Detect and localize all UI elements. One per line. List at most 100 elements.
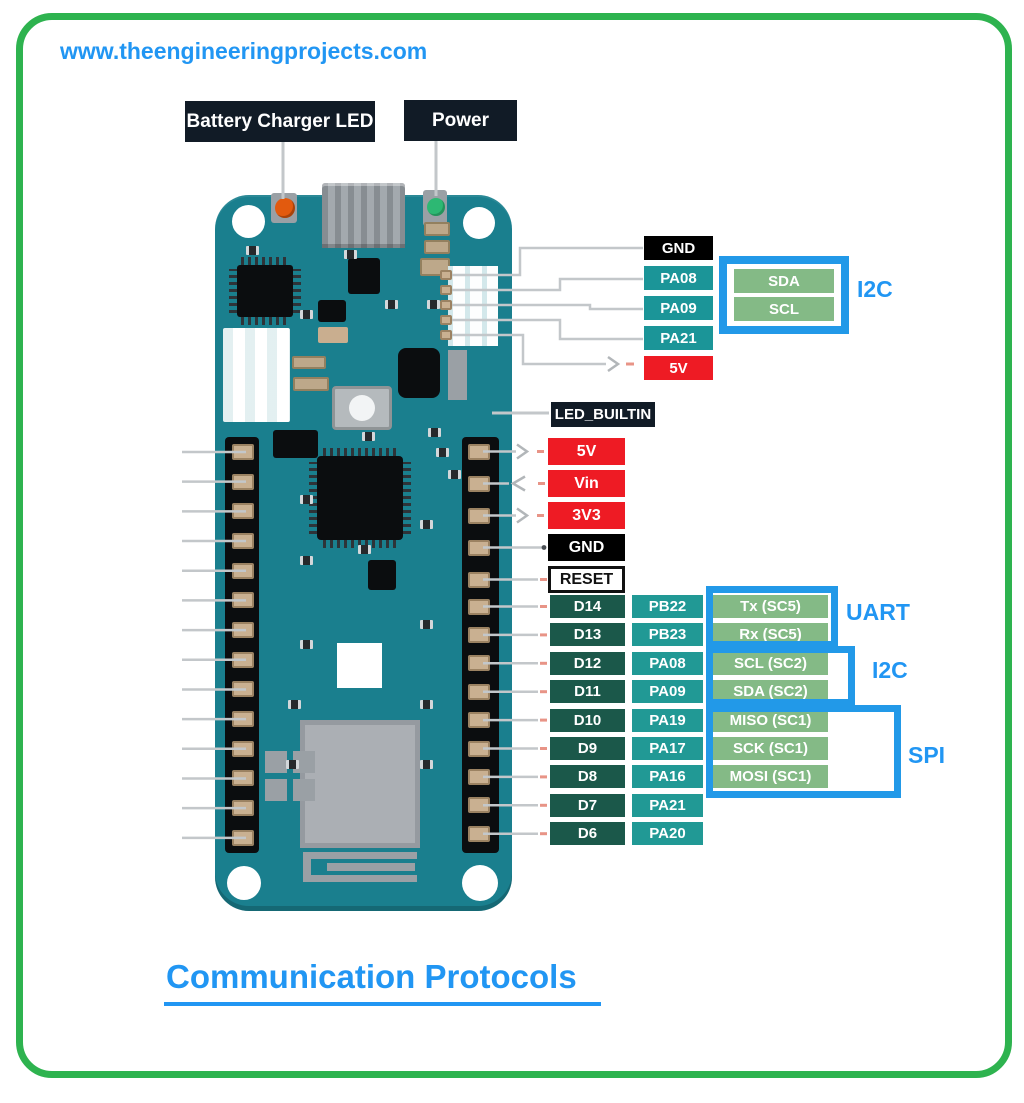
board-component xyxy=(349,395,375,421)
board-component xyxy=(427,300,440,309)
pin-label-5v-right: 5V xyxy=(548,438,625,465)
port-pb23: PB23 xyxy=(632,623,703,647)
board-component xyxy=(265,779,287,801)
board-component xyxy=(427,198,445,216)
board-component xyxy=(232,533,254,550)
callout-power: Power xyxy=(404,100,517,141)
pin-label-vin: Vin xyxy=(548,470,625,497)
pin-d7: D7 xyxy=(550,793,625,817)
board-component xyxy=(463,207,495,239)
board-component xyxy=(499,300,510,310)
board-component xyxy=(292,356,326,369)
board-component xyxy=(323,540,397,548)
pin-d10: D10 xyxy=(550,708,625,732)
port-pa21: PA21 xyxy=(632,793,703,817)
board-component xyxy=(241,257,289,265)
board-component xyxy=(420,700,433,709)
port-pa19: PA19 xyxy=(632,708,703,732)
board-component xyxy=(241,317,289,325)
website-url: www.theengineeringprojects.com xyxy=(60,38,428,64)
pin-label-pa21: PA21 xyxy=(644,326,713,350)
board-component xyxy=(232,829,254,846)
board-component xyxy=(499,330,510,340)
port-pa20: PA20 xyxy=(632,822,703,846)
board-component xyxy=(436,448,449,457)
board-component xyxy=(232,473,254,490)
spi-label: SPI xyxy=(908,742,946,768)
uart-group-box xyxy=(706,586,838,648)
board-component xyxy=(232,770,254,787)
mcu-port-column: PB22 PB23 PA08 PA09 PA19 PA17 PA16 PA21 … xyxy=(632,595,703,846)
board-component xyxy=(468,712,490,729)
port-pa09: PA09 xyxy=(632,680,703,704)
board-component xyxy=(303,852,417,859)
board-component xyxy=(232,740,254,757)
board-component xyxy=(303,875,417,882)
i2c-top-group-box: SDA SCL xyxy=(719,256,849,334)
board-component xyxy=(323,448,397,456)
board-component xyxy=(232,592,254,609)
board-component xyxy=(499,285,510,295)
board-component xyxy=(440,330,452,340)
board-component xyxy=(300,495,313,504)
signal-rx-sc5: Rx (SC5) xyxy=(713,623,828,647)
board-component xyxy=(420,620,433,629)
pin-label-5v: 5V xyxy=(644,356,713,380)
board-component xyxy=(300,640,313,649)
signal-mosi-sc1: MOSI (SC1) xyxy=(713,765,828,789)
board-component xyxy=(246,246,259,255)
board-component xyxy=(303,852,311,882)
signal-scl-sc2: SCL (SC2) xyxy=(713,651,828,675)
signal-tx-sc5: Tx (SC5) xyxy=(713,595,828,618)
board-component xyxy=(232,205,265,238)
port-pa08: PA08 xyxy=(632,651,703,675)
board-component xyxy=(232,800,254,817)
i2c-signal-sda: SDA xyxy=(734,269,834,293)
i2c-top-label: I2C xyxy=(857,276,893,302)
board-component xyxy=(468,626,490,643)
board-component xyxy=(424,240,450,254)
board-component xyxy=(385,300,398,309)
board-component xyxy=(232,444,254,460)
board-component xyxy=(468,571,490,588)
page-title: Communication Protocols xyxy=(164,958,601,1006)
board-component xyxy=(309,462,317,534)
board-component xyxy=(468,655,490,672)
board-component xyxy=(499,270,510,280)
signal-miso-sc1: MISO (SC1) xyxy=(713,708,828,732)
i2c-signal-scl: SCL xyxy=(734,297,834,321)
callout-led-builtin: LED_BUILTIN xyxy=(551,402,655,427)
top-pin-group: GND PA08 PA09 PA21 5V xyxy=(644,236,713,380)
board-component xyxy=(499,315,510,325)
board-component xyxy=(468,683,490,700)
board-component xyxy=(468,797,490,814)
board-component xyxy=(440,315,452,325)
board-component xyxy=(322,183,405,248)
board-component xyxy=(398,348,440,398)
board-component xyxy=(332,386,392,430)
board-component xyxy=(273,430,318,458)
board-component xyxy=(300,310,313,319)
port-pa17: PA17 xyxy=(632,736,703,760)
power-pin-group: 5V Vin 3V3 GND RESET xyxy=(548,438,625,593)
board-component xyxy=(237,265,293,317)
board-component xyxy=(468,768,490,785)
uart-label: UART xyxy=(846,599,910,625)
port-pa16: PA16 xyxy=(632,765,703,789)
board-component xyxy=(232,622,254,639)
board-component xyxy=(348,258,380,294)
board-component xyxy=(265,751,287,773)
pin-label-reset: RESET xyxy=(548,566,625,593)
board-component xyxy=(468,598,490,615)
board-component xyxy=(428,428,441,437)
board-component xyxy=(318,300,346,322)
board-component xyxy=(462,437,499,853)
board-component xyxy=(362,432,375,441)
board-component xyxy=(232,711,254,728)
board-component xyxy=(232,562,254,579)
board-component xyxy=(232,681,254,698)
board-component xyxy=(317,456,403,540)
board-component xyxy=(440,285,452,295)
board-component xyxy=(424,222,450,236)
board-component xyxy=(468,475,490,492)
